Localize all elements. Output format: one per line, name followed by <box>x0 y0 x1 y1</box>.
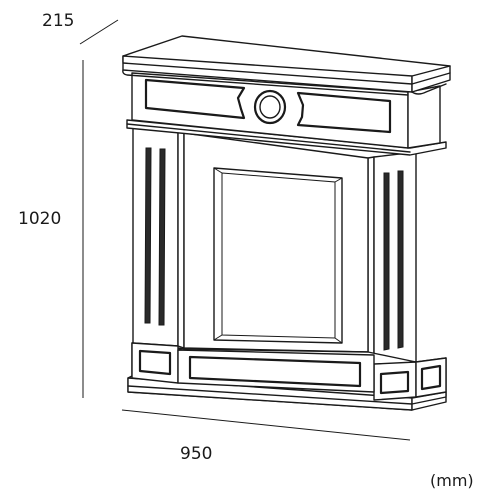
frieze-medallion <box>253 89 287 125</box>
right-side-plinth-panel <box>420 364 442 391</box>
frieze-right-panel <box>296 91 392 134</box>
firebox-opening <box>213 167 343 344</box>
height-dimension: 1020 <box>18 60 84 398</box>
center-base-panel <box>188 355 362 388</box>
right-column <box>367 151 417 366</box>
width-dimension-line <box>121 409 411 441</box>
depth-dimension-line <box>79 19 119 45</box>
depth-label: 215 <box>42 11 74 31</box>
mantel-shelf <box>122 35 451 96</box>
left-column <box>132 127 185 349</box>
frieze-left-panel <box>144 78 246 120</box>
unit-label: (mm) <box>430 471 474 490</box>
right-column-flute <box>397 170 404 349</box>
height-label: 1020 <box>18 209 61 229</box>
left-column-flute <box>158 148 166 326</box>
depth-dimension: 215 <box>42 11 119 45</box>
fireplace-surround <box>122 35 451 411</box>
width-label: 950 <box>180 444 212 464</box>
mantel-frieze <box>126 72 447 156</box>
left-plinth-panel <box>138 349 172 376</box>
right-column-flute <box>383 172 390 351</box>
right-plinth-panel <box>379 370 410 395</box>
left-column-flute <box>144 147 152 324</box>
base-plinth <box>127 342 447 411</box>
width-dimension: 950 <box>121 409 411 464</box>
